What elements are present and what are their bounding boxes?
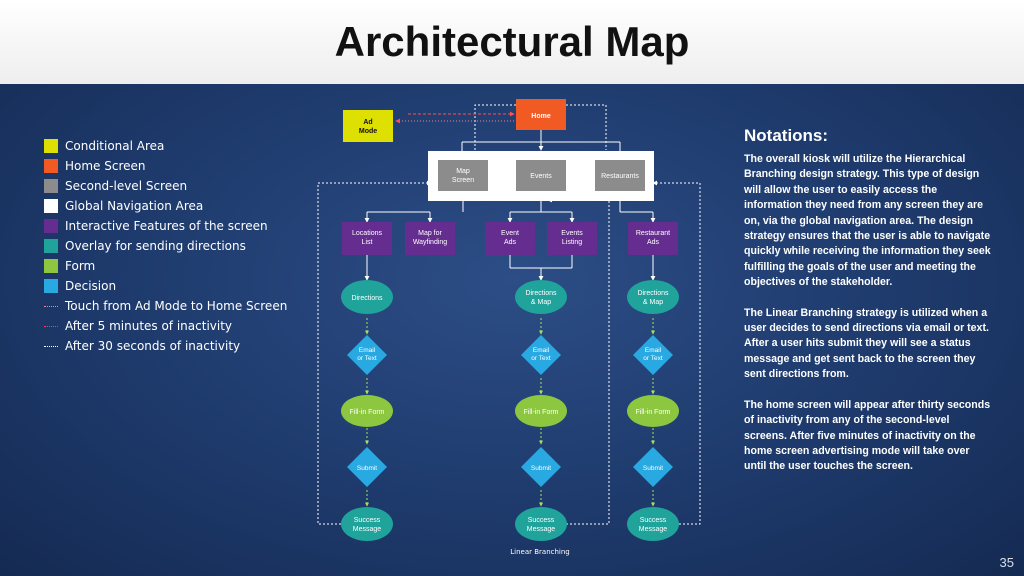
linear-branching-label: Linear Branching bbox=[510, 548, 570, 556]
submit-decision-3[interactable]: Submit bbox=[633, 447, 673, 487]
legend-color-swatch bbox=[44, 239, 58, 253]
legend-label: Conditional Area bbox=[65, 139, 165, 153]
legend-line-swatch bbox=[44, 305, 58, 307]
legend-item: Decision bbox=[44, 276, 287, 296]
submit-decision-1-label: Submit bbox=[357, 465, 377, 472]
directions-node-3[interactable]: Directions& Map bbox=[627, 280, 679, 314]
legend-item: Global Navigation Area bbox=[44, 196, 287, 216]
legend-color-swatch bbox=[44, 219, 58, 233]
legend-color-swatch bbox=[44, 199, 58, 213]
legend-item: Home Screen bbox=[44, 156, 287, 176]
restaurants-node[interactable]: Restaurants bbox=[595, 160, 645, 191]
legend-item: Form bbox=[44, 256, 287, 276]
slide-title: Architectural Map bbox=[334, 18, 690, 65]
legend-color-swatch bbox=[44, 139, 58, 153]
legend-color-swatch bbox=[44, 179, 58, 193]
submit-decision-2[interactable]: Submit bbox=[521, 447, 561, 487]
directions-node-1-label: Directions bbox=[351, 295, 383, 302]
legend-item: Overlay for sending directions bbox=[44, 236, 287, 256]
directions-node-2[interactable]: Directions& Map bbox=[515, 280, 567, 314]
directions-node-3-label: Directions& Map bbox=[637, 290, 669, 306]
submit-decision-2-label: Submit bbox=[531, 465, 551, 472]
form-node-1[interactable]: Fill-in Form bbox=[341, 395, 393, 427]
form-node-3[interactable]: Fill-in Form bbox=[627, 395, 679, 427]
events-node-label: Events bbox=[530, 173, 552, 180]
events-node[interactable]: Events bbox=[516, 160, 566, 191]
legend-item: After 30 seconds of inactivity bbox=[44, 336, 287, 356]
home-node-label: Home bbox=[531, 113, 551, 120]
legend-item: After 5 minutes of inactivity bbox=[44, 316, 287, 336]
legend-label: After 5 minutes of inactivity bbox=[65, 319, 233, 333]
legend-label: Decision bbox=[65, 279, 117, 293]
legend-label: Second-level Screen bbox=[65, 179, 188, 193]
legend-item: Second-level Screen bbox=[44, 176, 287, 196]
form-node-3-label: Fill-in Form bbox=[636, 409, 671, 416]
notation-paragraph-hierarchical: The overall kiosk will utilize the Hiera… bbox=[744, 153, 991, 289]
legend-label: Form bbox=[65, 259, 96, 273]
chain-arrows bbox=[365, 318, 655, 507]
legend-item: Conditional Area bbox=[44, 136, 287, 156]
legend-label: Global Navigation Area bbox=[65, 199, 204, 213]
legend-item: Interactive Features of the screen bbox=[44, 216, 287, 236]
legend-line-swatch bbox=[44, 325, 58, 327]
legend-line-swatch bbox=[44, 345, 58, 347]
notation-paragraph-inactivity: The home screen will appear after thirty… bbox=[744, 398, 991, 473]
form-node-2[interactable]: Fill-in Form bbox=[515, 395, 567, 427]
submit-decision-1[interactable]: Submit bbox=[347, 447, 387, 487]
legend-color-swatch bbox=[44, 259, 58, 273]
legend-color-swatch bbox=[44, 279, 58, 293]
notation-panel: Notations: The overall kiosk will utiliz… bbox=[744, 126, 992, 490]
title-bar: Architectural Map bbox=[0, 0, 1024, 84]
form-node-2-label: Fill-in Form bbox=[524, 409, 559, 416]
submit-decision-3-label: Submit bbox=[643, 465, 663, 472]
legend-item: Touch from Ad Mode to Home Screen bbox=[44, 296, 287, 316]
page-number: 35 bbox=[999, 555, 1014, 570]
legend-label: Home Screen bbox=[65, 159, 146, 173]
directions-node-1[interactable]: Directions bbox=[341, 280, 393, 314]
home-node[interactable]: Home bbox=[516, 99, 566, 130]
restaurants-node-label: Restaurants bbox=[601, 173, 639, 180]
notation-heading: Notations: bbox=[744, 126, 829, 145]
ad-mode-lines bbox=[395, 111, 515, 124]
legend-label: Overlay for sending directions bbox=[65, 239, 246, 253]
directions-node-2-label: Directions& Map bbox=[525, 290, 557, 306]
form-node-1-label: Fill-in Form bbox=[350, 409, 385, 416]
legend-label: Touch from Ad Mode to Home Screen bbox=[65, 299, 288, 313]
legend-label: Interactive Features of the screen bbox=[65, 219, 268, 233]
legend-color-swatch bbox=[44, 159, 58, 173]
legend-label: After 30 seconds of inactivity bbox=[65, 339, 241, 353]
notation-paragraph-linear: The Linear Branching strategy is utilize… bbox=[744, 306, 989, 381]
